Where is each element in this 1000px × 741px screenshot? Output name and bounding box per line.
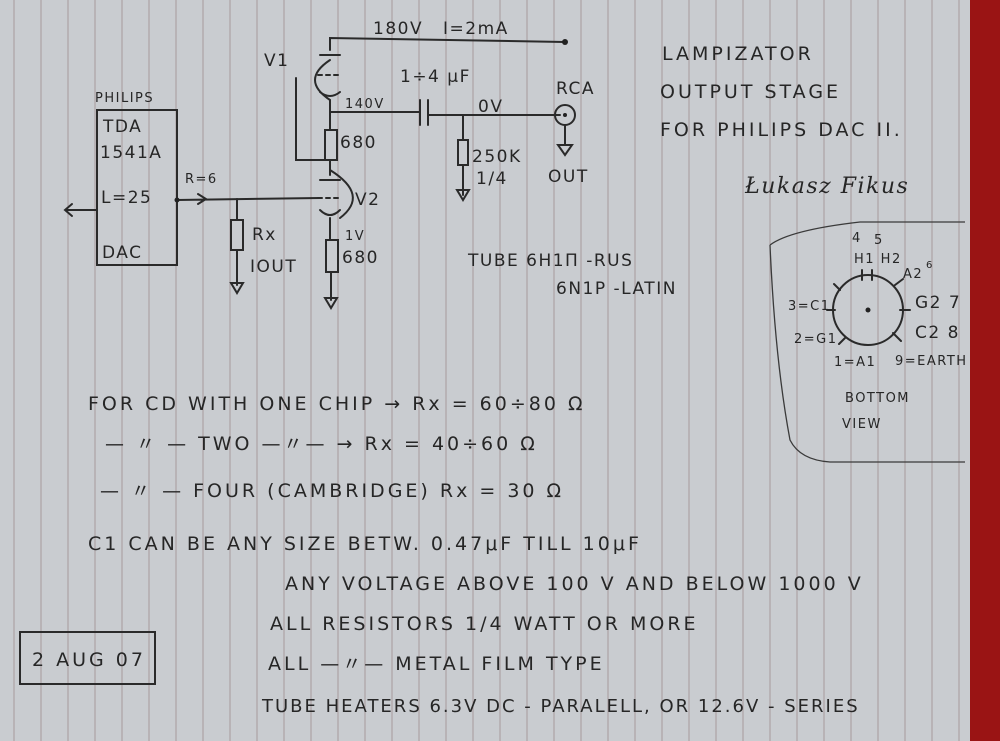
note-line: ANY VOLTAGE ABOVE 100 V AND BELOW 1000 V — [285, 573, 864, 595]
pin-g1: 2=G1 — [794, 332, 838, 347]
tube-v1-label: V1 — [264, 51, 289, 71]
anode-voltage: 140V — [345, 97, 385, 112]
date-box — [19, 631, 156, 685]
tube-pinout: 4 5 H1 H2 A2 6 G2 7 C2 8 9=EARTH 1=A1 2=… — [769, 221, 968, 463]
note-line: ALL RESISTORS 1/4 WATT OR MORE — [270, 613, 699, 635]
out-label: OUT — [548, 167, 589, 187]
dac-chip — [96, 109, 178, 266]
title-line3: FOR PHILIPS DAC II. — [660, 119, 903, 141]
red-edge — [970, 0, 1000, 741]
pin-c2: C2 8 — [915, 323, 960, 343]
tube-type-latin: 6N1P -LATIN — [556, 279, 677, 299]
schematic-labels: 180V I=2mA V1 1÷4 μF RCA 140V 0V 680 250… — [95, 19, 677, 299]
cathode-voltage: 1V — [345, 229, 365, 244]
current-label: I=2mA — [443, 19, 509, 39]
note-line: — 〃 — TWO —〃— → Rx = 40÷60 Ω — [105, 433, 538, 455]
pin5: 5 — [874, 233, 884, 248]
title-line1: LAMPIZATOR — [662, 43, 814, 65]
bottom-view-caption-2: VIEW — [842, 417, 882, 432]
tube-type-rus: TUBE 6H1П -RUS — [467, 251, 633, 271]
note-line: ALL —〃— METAL FILM TYPE — [268, 653, 605, 675]
output-voltage: 0V — [478, 97, 503, 117]
note-line: FOR CD WITH ONE CHIP → Rx = 60÷80 Ω — [88, 393, 586, 415]
pin-a2: A2 — [903, 267, 923, 282]
pin-c1: 3=C1 — [788, 299, 831, 314]
supply-terminal — [562, 39, 568, 45]
signature: Łukasz Fikus — [744, 174, 909, 199]
resistor-680-bottom: 680 — [342, 248, 379, 268]
title-line2: OUTPUT STAGE — [660, 81, 841, 103]
bottom-view-caption: BOTTOM — [845, 391, 910, 406]
notes: FOR CD WITH ONE CHIP → Rx = 60÷80 Ω — 〃 … — [88, 393, 864, 717]
iout-label: IOUT — [250, 257, 297, 277]
chip-pin: L=25 — [101, 188, 152, 208]
pin-h1h2: H1 H2 — [854, 252, 902, 267]
resistor-680-top: 680 — [340, 133, 377, 153]
resistor-250k-power: 1/4 — [476, 169, 508, 189]
pinout-frame — [769, 221, 965, 463]
note-line: C1 CAN BE ANY SIZE BETW. 0.47μF TILL 10μ… — [88, 533, 642, 555]
pin-g2: G2 7 — [915, 293, 961, 313]
tube-v2-label: V2 — [355, 190, 380, 210]
supply-voltage: 180V — [373, 19, 423, 39]
note-line: — 〃 — FOUR (CAMBRIDGE) Rx = 30 Ω — [100, 480, 564, 502]
ruled-lines — [0, 0, 970, 741]
pin-earth: 9=EARTH — [895, 354, 968, 369]
resistor-250k: 250K — [472, 147, 522, 167]
supply-wire — [329, 36, 566, 51]
schematic — [63, 36, 576, 310]
note-line: TUBE HEATERS 6.3V DC - PARALELL, OR 12.6… — [261, 696, 860, 717]
title-block: LAMPIZATOR OUTPUT STAGE FOR PHILIPS DAC … — [660, 43, 909, 199]
tube-v1 — [314, 59, 331, 101]
chip-brand: PHILIPS — [95, 91, 154, 106]
pin6: 6 — [926, 260, 934, 271]
chip-line2: 1541A — [100, 143, 162, 163]
r-in-label: R=6 — [185, 172, 218, 187]
capacitor-label: 1÷4 μF — [400, 67, 471, 87]
rx-label: Rx — [252, 225, 277, 245]
pin-a1: 1=A1 — [834, 355, 876, 370]
date: 2 AUG 07 — [32, 649, 146, 671]
pin4: 4 — [852, 231, 862, 246]
rca-label: RCA — [556, 79, 595, 99]
chip-label: DAC — [102, 243, 143, 263]
chip-line1: TDA — [102, 117, 142, 137]
